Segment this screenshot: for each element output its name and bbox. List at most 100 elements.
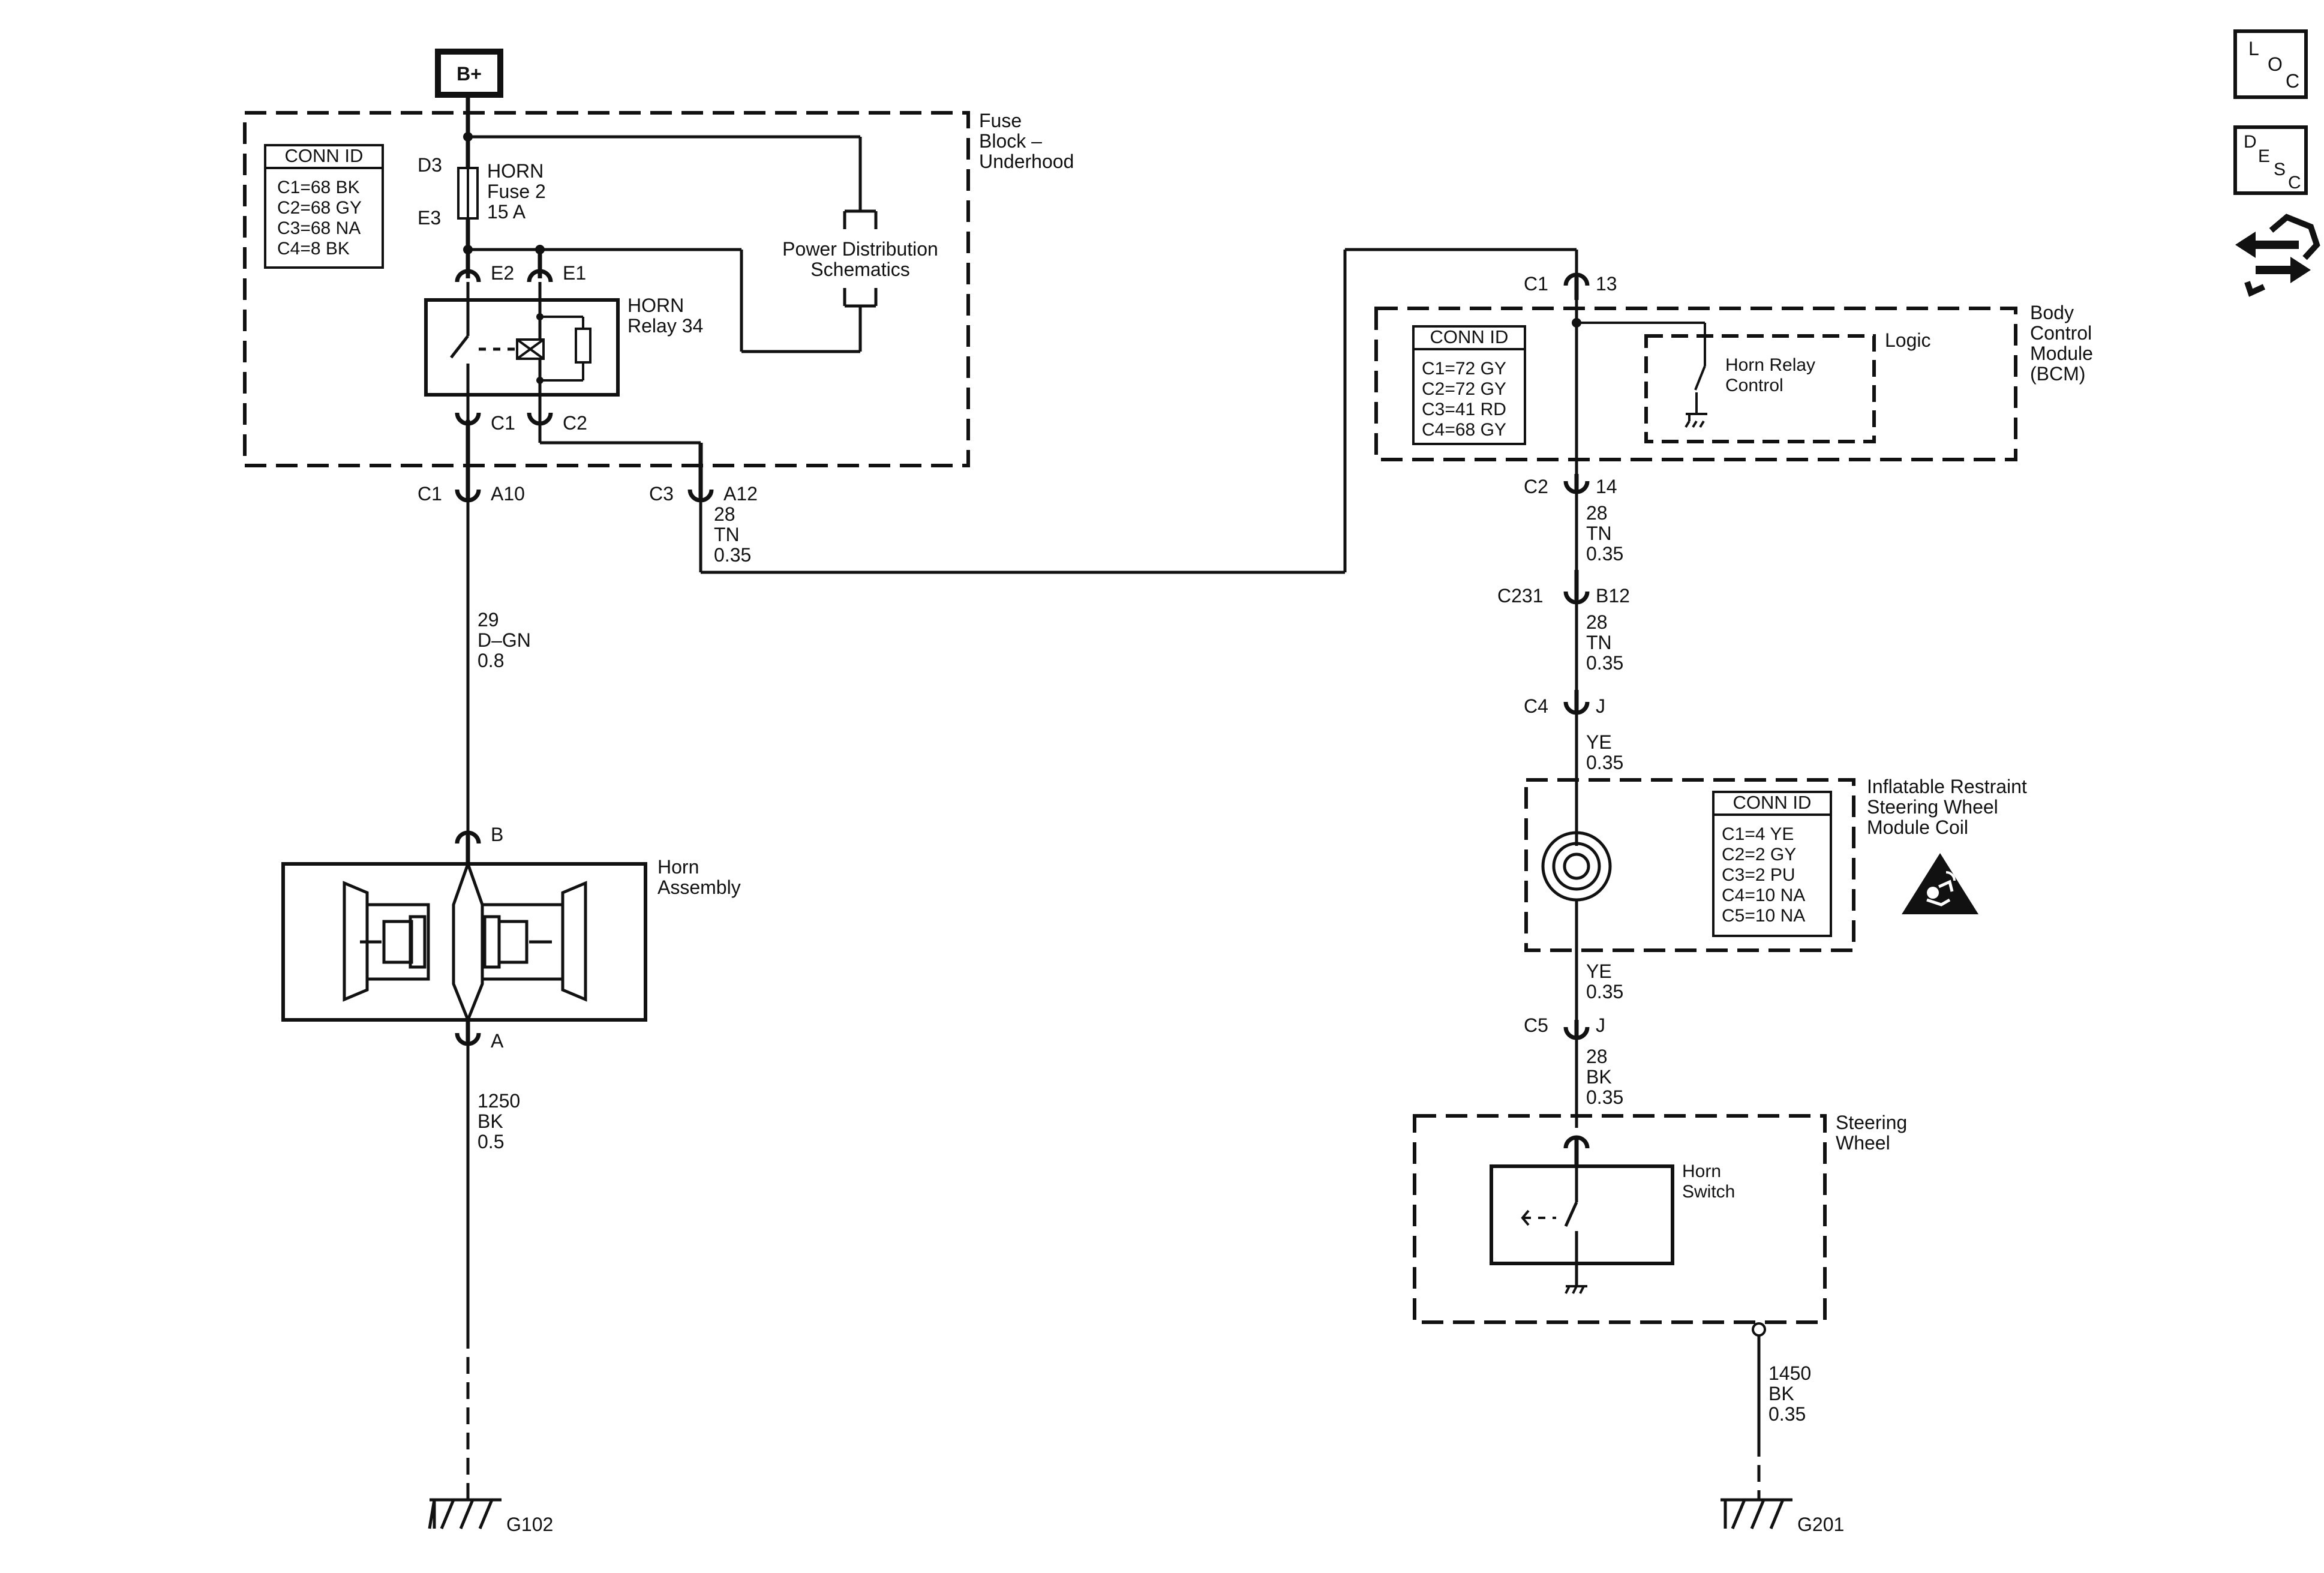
- loc-letter: O: [2268, 53, 2283, 75]
- fuse-block-output-connectors: C1 A10 C3 A12: [418, 479, 758, 505]
- pin-13-label: 13: [1596, 273, 1617, 295]
- bcm-logic-block: Logic Horn Relay Control: [1644, 329, 1931, 443]
- conn-id-entry: C1=72 GY: [1422, 359, 1506, 379]
- horn-switch-label-line: Horn: [1682, 1161, 1721, 1181]
- wire-label: TN: [1586, 523, 1612, 544]
- clockspring-coil: [1541, 828, 1612, 905]
- bidirectional-arrows-icon[interactable]: [2235, 214, 2320, 297]
- relay-label-line: HORN: [627, 295, 684, 316]
- loc-letter: C: [2286, 70, 2299, 92]
- horn-feed-wire: 29 D–GN 0.8: [466, 502, 531, 835]
- connector-c1-label: C1: [1524, 273, 1548, 295]
- power-distribution-line: Power Distribution: [782, 238, 938, 260]
- horn-label-line: Assembly: [657, 876, 741, 898]
- wire-label: 0.35: [1586, 1086, 1623, 1108]
- wire-label: 1250: [478, 1090, 520, 1112]
- connector-c1-label: C1: [418, 483, 442, 505]
- bcm-conn-id-table: CONN ID C1=72 GY C2=72 GY C3=41 RD C4=68…: [1412, 325, 1526, 445]
- wire-label: BK: [1768, 1383, 1794, 1404]
- steering-wheel-title-line: Steering: [1836, 1112, 1907, 1133]
- bcm-title-line: Body: [2030, 302, 2074, 323]
- wire-label: 0.5: [478, 1131, 504, 1152]
- ground-label-g102: G102: [506, 1514, 553, 1535]
- inflatable-restraint-steering-wheel-module-coil: Inflatable Restraint Steering Wheel Modu…: [1524, 776, 2027, 952]
- steering-wheel: Steering Wheel Horn Switch: [1413, 1112, 1907, 1337]
- ground-g102: G102: [428, 1498, 553, 1535]
- horn-relay-control-line: Control: [1725, 376, 1783, 395]
- wire-label: 28: [1586, 502, 1608, 524]
- horn-ground-wire: 1250 BK 0.5: [466, 1041, 520, 1500]
- horn-switch: Horn Switch: [1490, 1161, 1735, 1294]
- wire-label: 0.35: [1586, 752, 1623, 773]
- horn-fuse: [457, 167, 479, 220]
- bcm-output-connector: C2 14: [1524, 474, 1617, 497]
- bcm-input-connector: C1 13: [1524, 272, 1617, 300]
- fuse-pin-e3: E3: [418, 207, 441, 229]
- relay-pin-e1: E1: [563, 262, 586, 284]
- wire-c231-to-c4: 28 TN 0.35: [1575, 600, 1623, 690]
- conn-id-entry: C2=72 GY: [1422, 379, 1506, 399]
- loc-letter: L: [2248, 38, 2259, 59]
- connector-c4: C4 J: [1524, 690, 1605, 717]
- connector-c5-label: C5: [1524, 1014, 1548, 1036]
- desc-button[interactable]: D E S C: [2233, 125, 2308, 195]
- conn-id-entry: C4=10 NA: [1722, 885, 1805, 905]
- power-distribution-line: Schematics: [810, 259, 909, 280]
- desc-letter: D: [2244, 132, 2257, 152]
- wire-label: 28: [1586, 1046, 1608, 1067]
- conn-id-header: CONN ID: [1733, 792, 1812, 813]
- desc-letter: C: [2288, 173, 2301, 193]
- fuse-block-underhood: Fuse Block – Underhood CONN ID C1=68 BK …: [243, 95, 1074, 485]
- coil-title-line: Steering Wheel: [1867, 796, 1998, 818]
- pin-14-label: 14: [1596, 476, 1617, 497]
- wire-label: D–GN: [478, 629, 531, 651]
- fuse-block-title-line: Block –: [979, 130, 1042, 152]
- relay-pin-c2: C2: [563, 412, 587, 434]
- conn-id-entry: C4=8 BK: [277, 239, 350, 259]
- fuse-block-title-line: Fuse: [979, 110, 1022, 131]
- wire-label: BK: [1586, 1066, 1612, 1088]
- wire-label: TN: [714, 524, 740, 545]
- conn-id-header: CONN ID: [1430, 326, 1509, 347]
- horn-pin-a: A: [491, 1030, 504, 1052]
- horn-relay: [424, 282, 620, 420]
- wire-bcm-to-c231: 28 TN 0.35: [1575, 493, 1623, 570]
- loc-button[interactable]: L O C: [2233, 29, 2308, 99]
- airbag-warning-icon: [1902, 853, 1978, 914]
- coil-title-line: Module Coil: [1867, 816, 1968, 838]
- fuse-block-conn-id-table: CONN ID C1=68 BK C2=68 GY C3=68 NA C4=8 …: [264, 144, 384, 269]
- wire-coil-to-c5: YE 0.35: [1575, 905, 1623, 1020]
- horn-relay-control-line: Horn Relay: [1725, 355, 1815, 375]
- wire-label: 1450: [1768, 1362, 1811, 1384]
- connector-c231-label: C231: [1497, 585, 1544, 607]
- fuse-pin-d3: D3: [418, 154, 442, 176]
- wire-label: YE: [1586, 960, 1612, 982]
- pin-j-label: J: [1596, 695, 1605, 717]
- bcm-title-line: (BCM): [2030, 363, 2085, 385]
- wire-label: 0.35: [714, 544, 751, 566]
- wire-label: 0.35: [1586, 652, 1623, 674]
- relay-pin-c1: C1: [491, 412, 515, 434]
- pin-j-label: J: [1596, 1014, 1605, 1036]
- ground-g201: G201: [1721, 1498, 1844, 1535]
- steering-wheel-title-line: Wheel: [1836, 1132, 1890, 1154]
- conn-id-entry: C2=68 GY: [277, 198, 362, 218]
- conn-id-entry: C5=10 NA: [1722, 906, 1805, 926]
- pin-a12-label: A12: [723, 483, 758, 505]
- body-control-module: Body Control Module (BCM) CONN ID C1=72 …: [1374, 300, 2093, 474]
- fuse-label-line: HORN: [487, 160, 544, 182]
- conn-id-entry: C1=68 BK: [277, 178, 360, 197]
- wire-label: 28: [714, 503, 735, 525]
- wire-label: 29: [478, 609, 499, 631]
- wire-label: 0.35: [1768, 1403, 1806, 1425]
- connector-c3-label: C3: [649, 483, 674, 505]
- fuse-label-line: Fuse 2: [487, 181, 546, 202]
- conn-id-entry: C2=2 GY: [1722, 845, 1796, 864]
- connector-c4-label: C4: [1524, 695, 1548, 717]
- conn-id-entry: C3=68 NA: [277, 218, 361, 238]
- desc-letter: S: [2274, 160, 2286, 179]
- conn-id-entry: C1=4 YE: [1722, 824, 1794, 844]
- conn-id-entry: C3=41 RD: [1422, 400, 1506, 419]
- connector-c5: C5 J: [1524, 1014, 1605, 1040]
